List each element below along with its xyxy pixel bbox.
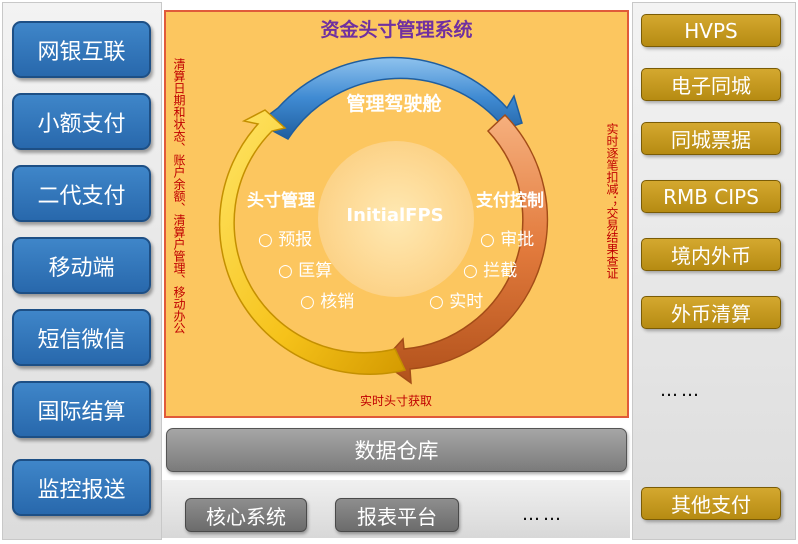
menu-sms-wechat-button[interactable]: 短信微信 <box>12 309 151 366</box>
center-label: InitialFPS <box>346 205 443 226</box>
payment-control-title: 支付控制 <box>476 190 544 211</box>
position-management-title: 头寸管理 <box>247 190 315 211</box>
payment-item-intercept: ○ 拦截 <box>463 261 517 281</box>
payment-item-realtime: ○ 实时 <box>429 292 483 312</box>
menu-fx-clearing-button[interactable]: 外币清算 <box>641 296 781 329</box>
right-more-ellipsis: …… <box>660 380 702 401</box>
menu-small-payment-button[interactable]: 小额支付 <box>12 93 151 150</box>
menu-online-banking-button[interactable]: 网银互联 <box>12 21 151 78</box>
payment-control-arc <box>380 113 549 385</box>
report-platform-button[interactable]: 报表平台 <box>335 498 459 532</box>
core-system-button[interactable]: 核心系统 <box>185 498 307 532</box>
bottom-more-ellipsis: …… <box>522 504 564 525</box>
menu-hvps-button[interactable]: HVPS <box>641 14 781 47</box>
menu-domestic-fx-button[interactable]: 境内外币 <box>641 238 781 271</box>
position-item-estimate: ○ 匡算 <box>278 261 332 281</box>
position-item-writeoff: ○ 核销 <box>300 292 354 312</box>
menu-local-clearing-button[interactable]: 电子同城 <box>641 68 781 101</box>
right-side-note: 实时逐笔扣减；交易结果查证 <box>605 123 619 279</box>
menu-other-payment-button[interactable]: 其他支付 <box>641 487 781 520</box>
bottom-caption: 实时头寸获取 <box>360 393 432 408</box>
menu-local-bills-button[interactable]: 同城票据 <box>641 122 781 155</box>
menu-rmb-cips-button[interactable]: RMB CIPS <box>641 180 781 213</box>
menu-second-gen-payment-button[interactable]: 二代支付 <box>12 165 151 222</box>
position-item-forecast: ○ 预报 <box>258 230 312 250</box>
payment-item-approve: ○ 审批 <box>480 230 534 250</box>
position-management-arc <box>218 109 407 375</box>
menu-intl-settlement-button[interactable]: 国际结算 <box>12 381 151 438</box>
data-warehouse-bar[interactable]: 数据仓库 <box>166 428 627 472</box>
cockpit-label: 管理驾驶舱 <box>346 92 442 115</box>
center-disc <box>318 141 474 297</box>
diagram-title: 资金头寸管理系统 <box>320 19 473 41</box>
menu-monitor-report-button[interactable]: 监控报送 <box>12 459 151 516</box>
left-side-note: 清算日期和状态、账户余额、清算户管理、移动办公 <box>172 58 186 334</box>
menu-mobile-button[interactable]: 移动端 <box>12 237 151 294</box>
